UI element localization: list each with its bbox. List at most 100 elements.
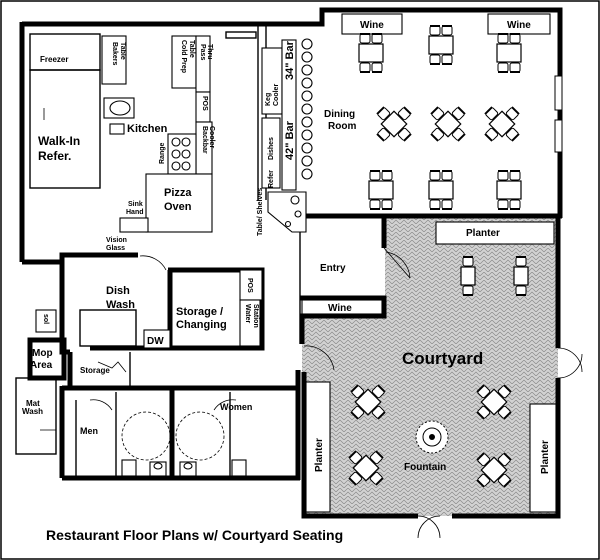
pos-storage-label: POS: [246, 278, 253, 293]
dish-wash-label: Dish: [106, 285, 130, 297]
sink-hand-label-2: Hand: [126, 209, 144, 216]
chair-icon: [476, 384, 491, 399]
freezer-label: Freezer: [40, 55, 68, 64]
pass-thru-label-2: Thru: [206, 44, 213, 60]
long-table-icon: [496, 170, 522, 210]
chair-icon: [462, 256, 474, 267]
women-label: Women: [220, 402, 252, 412]
fountain-label: Fountain: [404, 462, 446, 473]
chair-icon: [359, 33, 371, 44]
planter-top-label: Planter: [466, 228, 500, 239]
chair-icon: [497, 33, 509, 44]
backbar-cooler-label: Backbar: [201, 126, 208, 154]
chair-icon: [369, 450, 384, 465]
chair-icon: [509, 199, 521, 210]
chair-icon: [381, 170, 393, 181]
dining-table-icon: [350, 384, 386, 420]
chair-icon: [451, 127, 466, 142]
wine-top-left-label: Wine: [360, 20, 384, 31]
men-label: Men: [80, 426, 98, 436]
entry-label: Entry: [320, 263, 346, 274]
planter-left-label: Planter: [314, 438, 325, 472]
chair-icon: [369, 199, 381, 210]
chair-icon: [462, 285, 474, 296]
chair-icon: [429, 54, 441, 65]
kitchen-area: [29, 31, 257, 233]
chair-icon: [509, 170, 521, 181]
chair-icon: [509, 62, 521, 73]
door-swings: [139, 247, 583, 539]
wine-entry-label: Wine: [328, 303, 352, 314]
dining-tables: [358, 25, 522, 210]
chair-icon: [497, 170, 509, 181]
dish-wash-label-2: Wash: [106, 299, 135, 311]
backbar-cooler-label-2: Cooler: [208, 126, 215, 148]
east-windows: [554, 75, 563, 153]
wine-top-right-label: Wine: [507, 20, 531, 31]
chair-icon: [348, 450, 363, 465]
long-table-icon: [428, 25, 454, 65]
chair-icon: [350, 384, 365, 399]
dining-table-icon: [476, 452, 512, 488]
chair-icon: [484, 127, 499, 142]
chair-icon: [429, 199, 441, 210]
fountain-icon: [415, 420, 449, 454]
chair-icon: [505, 127, 520, 142]
water-station-label: Water: [244, 304, 251, 323]
service-rooms: [35, 269, 263, 440]
chair-icon: [497, 452, 512, 467]
chair-icon: [376, 106, 391, 121]
table-shelves-label: Table/ Shelves: [257, 188, 264, 236]
kitchen-label: Kitchen: [127, 123, 168, 135]
dining-table-icon: [376, 106, 412, 142]
range-burners: [171, 137, 191, 171]
chair-icon: [376, 127, 391, 142]
chair-icon: [430, 127, 445, 142]
dining-room-label-2: Room: [328, 121, 356, 132]
chair-icon: [441, 199, 453, 210]
chair-icon: [441, 25, 453, 36]
storage-changing-label-2: Changing: [176, 319, 227, 331]
dining-table-icon: [476, 384, 512, 420]
sink-hand-label: Sink: [128, 201, 143, 208]
chair-icon: [430, 106, 445, 121]
mat-wash-label-2: Wash: [22, 407, 43, 416]
dw-label: DW: [147, 336, 164, 347]
chair-icon: [381, 199, 393, 210]
chair-icon: [359, 62, 371, 73]
bar-34-label: 34" Bar: [284, 40, 296, 80]
walk-in-label: Walk-In: [38, 134, 80, 148]
sol-label: sol: [42, 314, 49, 324]
planter-right: [529, 403, 557, 513]
bar-42-label: 42" Bar: [284, 120, 296, 160]
pizza-oven-label-2: Oven: [164, 201, 192, 213]
mop-area-label: Mop: [32, 348, 53, 359]
wine-cabinet-entry: [301, 299, 383, 315]
room-labels: Freezer Walk-In Refer. Bakers Table Cold…: [22, 20, 551, 474]
chair-icon: [397, 127, 412, 142]
chair-icon: [429, 25, 441, 36]
mat-wash-label: Mat: [26, 399, 40, 408]
refer-bar-label: Refer: [268, 170, 275, 188]
chair-icon: [476, 452, 491, 467]
keg-cooler-label: Keg: [265, 93, 272, 106]
dishes-label: Dishes: [268, 137, 275, 160]
bakers-table-label: Bakers: [111, 42, 118, 65]
bar-stools: [301, 38, 313, 180]
chair-icon: [350, 405, 365, 420]
chair-icon: [371, 62, 383, 73]
mop-area-label-2: Area: [30, 360, 53, 371]
long-table-icon: [368, 170, 394, 210]
chair-icon: [441, 54, 453, 65]
chair-icon: [441, 170, 453, 181]
chair-icon: [371, 405, 386, 420]
chair-icon: [497, 473, 512, 488]
chair-icon: [369, 170, 381, 181]
cold-prep-label: Cold Prep: [180, 40, 187, 73]
cold-prep-label-2: Table: [188, 40, 195, 58]
courtyard-tables: [348, 256, 529, 488]
range-label: Range: [159, 143, 166, 165]
chair-icon: [497, 405, 512, 420]
keg-cooler-label-2: Cooler: [273, 84, 280, 106]
